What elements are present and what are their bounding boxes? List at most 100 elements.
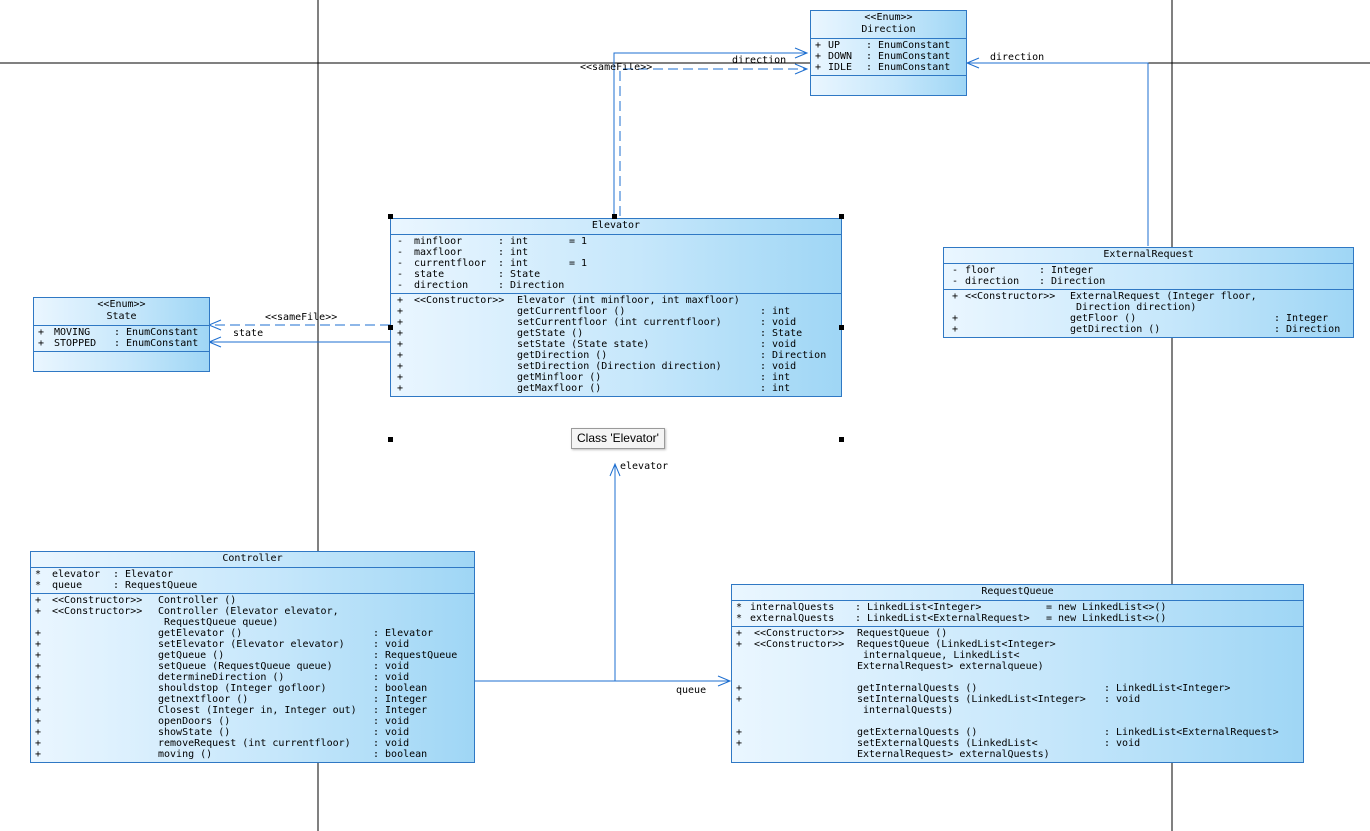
member-row[interactable]: +shouldstop (Integer gofloor): boolean [31,683,474,694]
member-row[interactable]: +Closest (Integer in, Integer out): Inte… [31,705,474,716]
member-row[interactable]: +STOPPED: EnumConstant [34,338,209,349]
member-name: maxfloor [414,247,463,258]
member-row[interactable]: +setState (State state): void [391,339,841,350]
selection-handle[interactable] [839,214,844,219]
selection-handle[interactable] [388,325,393,330]
member-row[interactable]: ExternalRequest> externalqueue) [732,661,1303,672]
member-row[interactable]: +DOWN: EnumConstant [811,51,966,62]
method-signature: internalqueue, LinkedList< [857,650,1020,661]
return-type: : void [373,738,410,749]
member-name: direction [414,280,469,291]
visibility: * [736,602,743,613]
member-row[interactable]: +getInternalQuests (): LinkedList<Intege… [732,683,1303,694]
class-direction[interactable]: <<Enum>> Direction +UP: EnumConstant+DOW… [810,10,967,96]
member-row[interactable]: +MOVING: EnumConstant [34,327,209,338]
member-row[interactable]: +<<Constructor>>RequestQueue () [732,628,1303,639]
queue-label: queue [676,685,707,696]
member-row[interactable]: +showState (): void [31,727,474,738]
arrowhead [794,63,809,75]
member-name: floor [965,265,996,276]
member-row[interactable]: RequestQueue queue) [31,617,474,628]
operations-section: +<<Constructor>>Controller ()+<<Construc… [31,594,474,762]
member-row[interactable]: +getMinfloor (): int [391,372,841,383]
member-row[interactable]: +getDirection (): Direction [944,324,1353,335]
return-type: : Direction [1274,324,1341,335]
member-row[interactable]: -floor: Integer [944,265,1353,276]
member-row[interactable]: +getExternalQuests (): LinkedList<Extern… [732,727,1303,738]
class-controller[interactable]: Controller *elevator: Elevator*queue: Re… [30,551,475,763]
visibility: + [35,606,42,617]
member-row[interactable]: +setInternalQuests (LinkedList<Integer>:… [732,694,1303,705]
member-row[interactable]: +getState (): State [391,328,841,339]
class-external-request[interactable]: ExternalRequest -floor: Integer-directio… [943,247,1354,338]
return-type: : void [373,661,410,672]
class-elevator[interactable]: Elevator -minfloor: int= 1-maxfloor: int… [390,218,842,397]
visibility: + [736,639,743,650]
member-row[interactable]: +<<Constructor>>RequestQueue (LinkedList… [732,639,1303,650]
visibility: * [736,613,743,624]
member-row[interactable] [732,672,1303,683]
selection-handle[interactable] [388,214,393,219]
member-row[interactable]: +setElevator (Elevator elevator): void [31,639,474,650]
return-type: : LinkedList<ExternalRequest> [1104,727,1279,738]
member-row[interactable]: +getFloor (): Integer [944,313,1353,324]
member-row[interactable]: +setExternalQuests (LinkedList<: void [732,738,1303,749]
selection-handle[interactable] [839,325,844,330]
return-type: : Integer [373,694,428,705]
member-row[interactable]: -direction: Direction [944,276,1353,287]
member-row[interactable]: +setDirection (Direction direction): voi… [391,361,841,372]
member-row[interactable]: *elevator: Elevator [31,569,474,580]
selection-handle[interactable] [612,214,617,219]
member-row[interactable]: +openDoors (): void [31,716,474,727]
member-row[interactable]: +moving (): boolean [31,749,474,760]
member-row[interactable]: *internalQuests: LinkedList<Integer>= ne… [732,602,1303,613]
member-row[interactable]: +setQueue (RequestQueue queue): void [31,661,474,672]
member-row[interactable]: +getMaxfloor (): int [391,383,841,394]
member-row[interactable]: ExternalRequest> externalQuests) [732,749,1303,760]
method-signature: getDirection () [517,350,608,361]
member-row[interactable]: +UP: EnumConstant [811,40,966,51]
class-name: ExternalRequest [1103,249,1194,260]
member-row[interactable]: +getElevator (): Elevator [31,628,474,639]
member-row[interactable]: Direction direction) [944,302,1353,313]
member-row[interactable]: -minfloor: int= 1 [391,236,841,247]
method-signature: Controller () [158,595,237,606]
method-signature: getDirection () [1070,324,1161,335]
visibility: + [736,727,743,738]
member-row[interactable]: -currentfloor: int= 1 [391,258,841,269]
visibility: + [397,295,404,306]
member-row[interactable]: +<<Constructor>>ExternalRequest (Integer… [944,291,1353,302]
member-row[interactable]: +getQueue (): RequestQueue [31,650,474,661]
member-row[interactable]: *externalQuests: LinkedList<ExternalRequ… [732,613,1303,624]
class-name: RequestQueue [981,586,1054,597]
member-row[interactable]: -state: State [391,269,841,280]
return-type: : void [760,317,797,328]
member-row[interactable]: +<<Constructor>>Elevator (int minfloor, … [391,295,841,306]
visibility: + [736,738,743,749]
member-row[interactable]: -maxfloor: int [391,247,841,258]
member-row[interactable]: internalqueue, LinkedList< [732,650,1303,661]
member-type: : State [498,269,541,280]
class-state[interactable]: <<Enum>> State +MOVING: EnumConstant+STO… [33,297,210,372]
member-row[interactable]: -direction: Direction [391,280,841,291]
class-request-queue[interactable]: RequestQueue *internalQuests: LinkedList… [731,584,1304,763]
member-row[interactable]: +<<Constructor>>Controller (Elevator ele… [31,606,474,617]
member-row[interactable]: +IDLE: EnumConstant [811,62,966,73]
member-row[interactable]: internalQuests) [732,705,1303,716]
member-row[interactable]: +getnextfloor (): Integer [31,694,474,705]
visibility: + [35,628,42,639]
member-row[interactable] [732,716,1303,727]
visibility: + [397,361,404,372]
member-row[interactable]: *queue: RequestQueue [31,580,474,591]
selection-handle[interactable] [839,437,844,442]
member-row[interactable]: +setCurrentfloor (int currentfloor): voi… [391,317,841,328]
selection-handle[interactable] [388,437,393,442]
visibility: + [952,313,959,324]
member-row[interactable]: +<<Constructor>>Controller () [31,595,474,606]
member-row[interactable]: +getCurrentfloor (): int [391,306,841,317]
association-elevator-direction [613,52,807,216]
member-row[interactable]: +determineDirection (): void [31,672,474,683]
member-row[interactable]: +removeRequest (int currentfloor): void [31,738,474,749]
member-row[interactable]: +getDirection (): Direction [391,350,841,361]
